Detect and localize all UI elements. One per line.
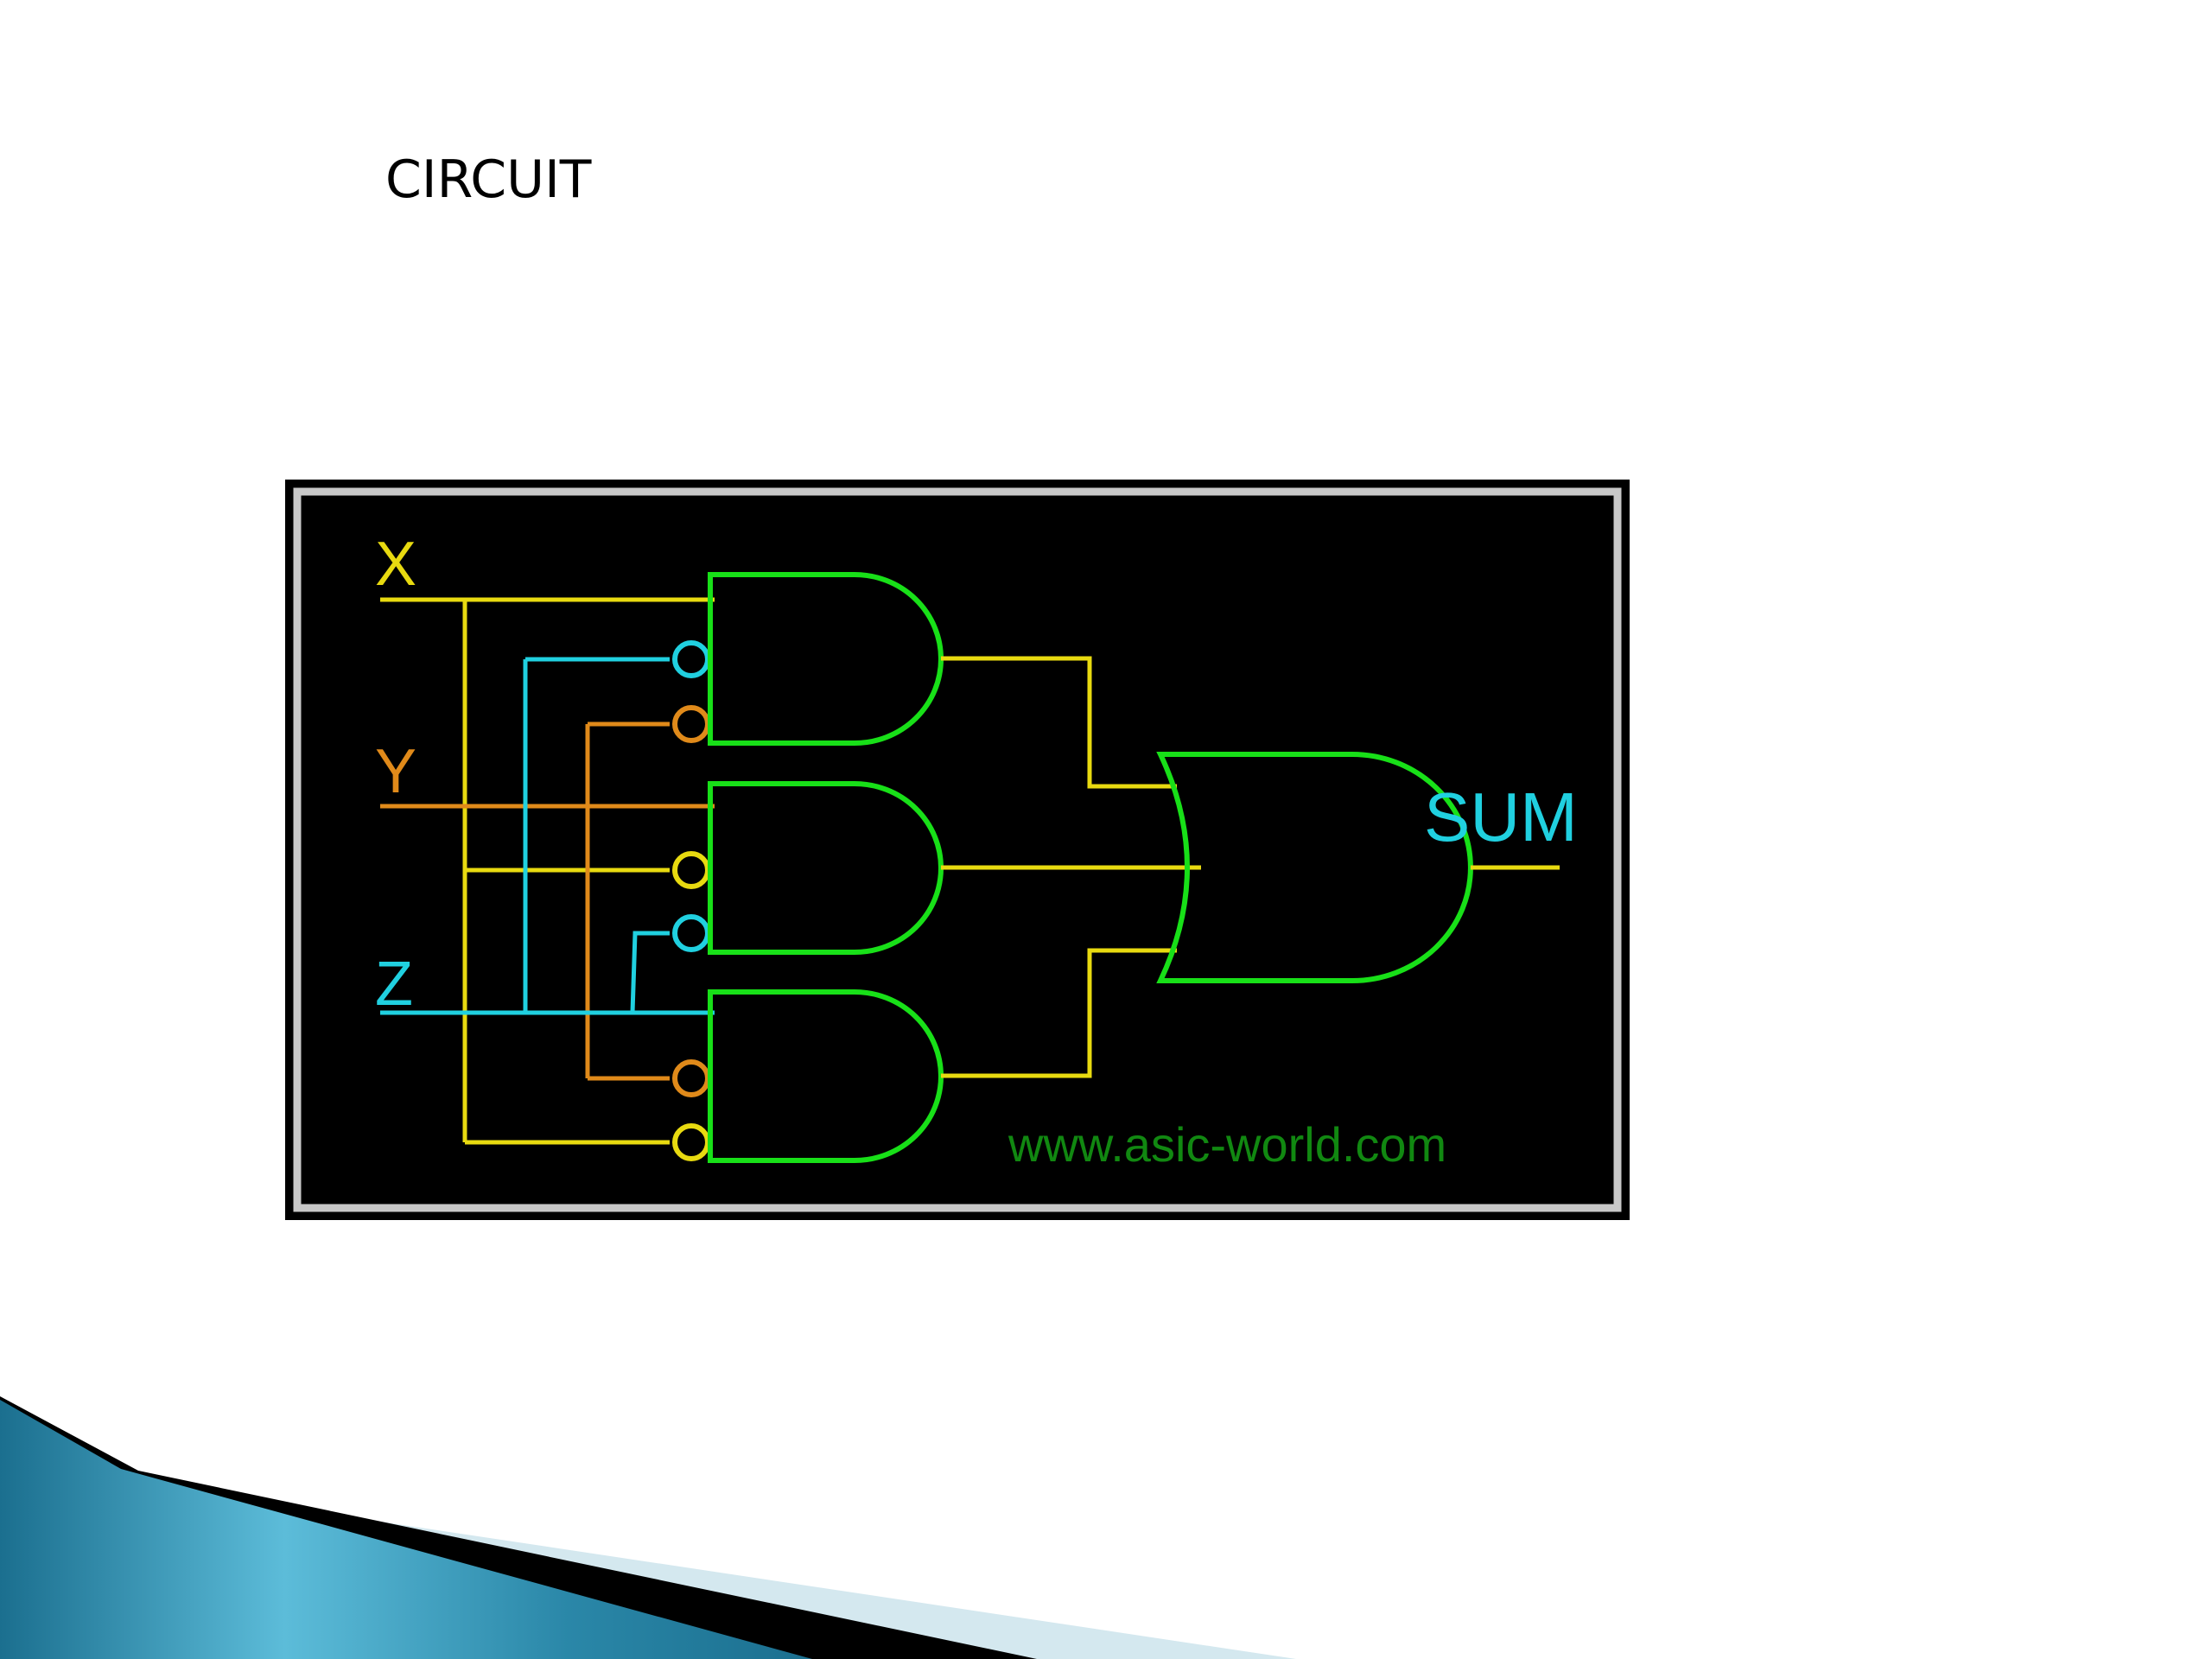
output-label-sum: SUM bbox=[1424, 779, 1578, 855]
z-wire bbox=[380, 657, 715, 1015]
y-wire bbox=[380, 721, 715, 1081]
x-wire bbox=[380, 597, 715, 1145]
or-gate-icon bbox=[1156, 752, 1473, 983]
inverter-bubble-icon bbox=[672, 640, 710, 1161]
watermark: www.asic-world.com bbox=[1007, 1117, 1446, 1172]
slide-title: CIRCUIT bbox=[385, 149, 592, 210]
circuit-diagram: X Y Z bbox=[285, 480, 1630, 1220]
input-label-z: Z bbox=[375, 950, 413, 1019]
gate-interconnect bbox=[941, 656, 1201, 1078]
input-label-x: X bbox=[375, 530, 416, 599]
decorative-bottom-band bbox=[0, 1396, 1296, 1659]
and-gate-icon bbox=[708, 989, 944, 1163]
and-gate-icon bbox=[708, 572, 944, 746]
frame-border bbox=[293, 487, 1622, 1212]
input-label-y: Y bbox=[375, 737, 416, 806]
and-gate-icon bbox=[708, 781, 944, 955]
